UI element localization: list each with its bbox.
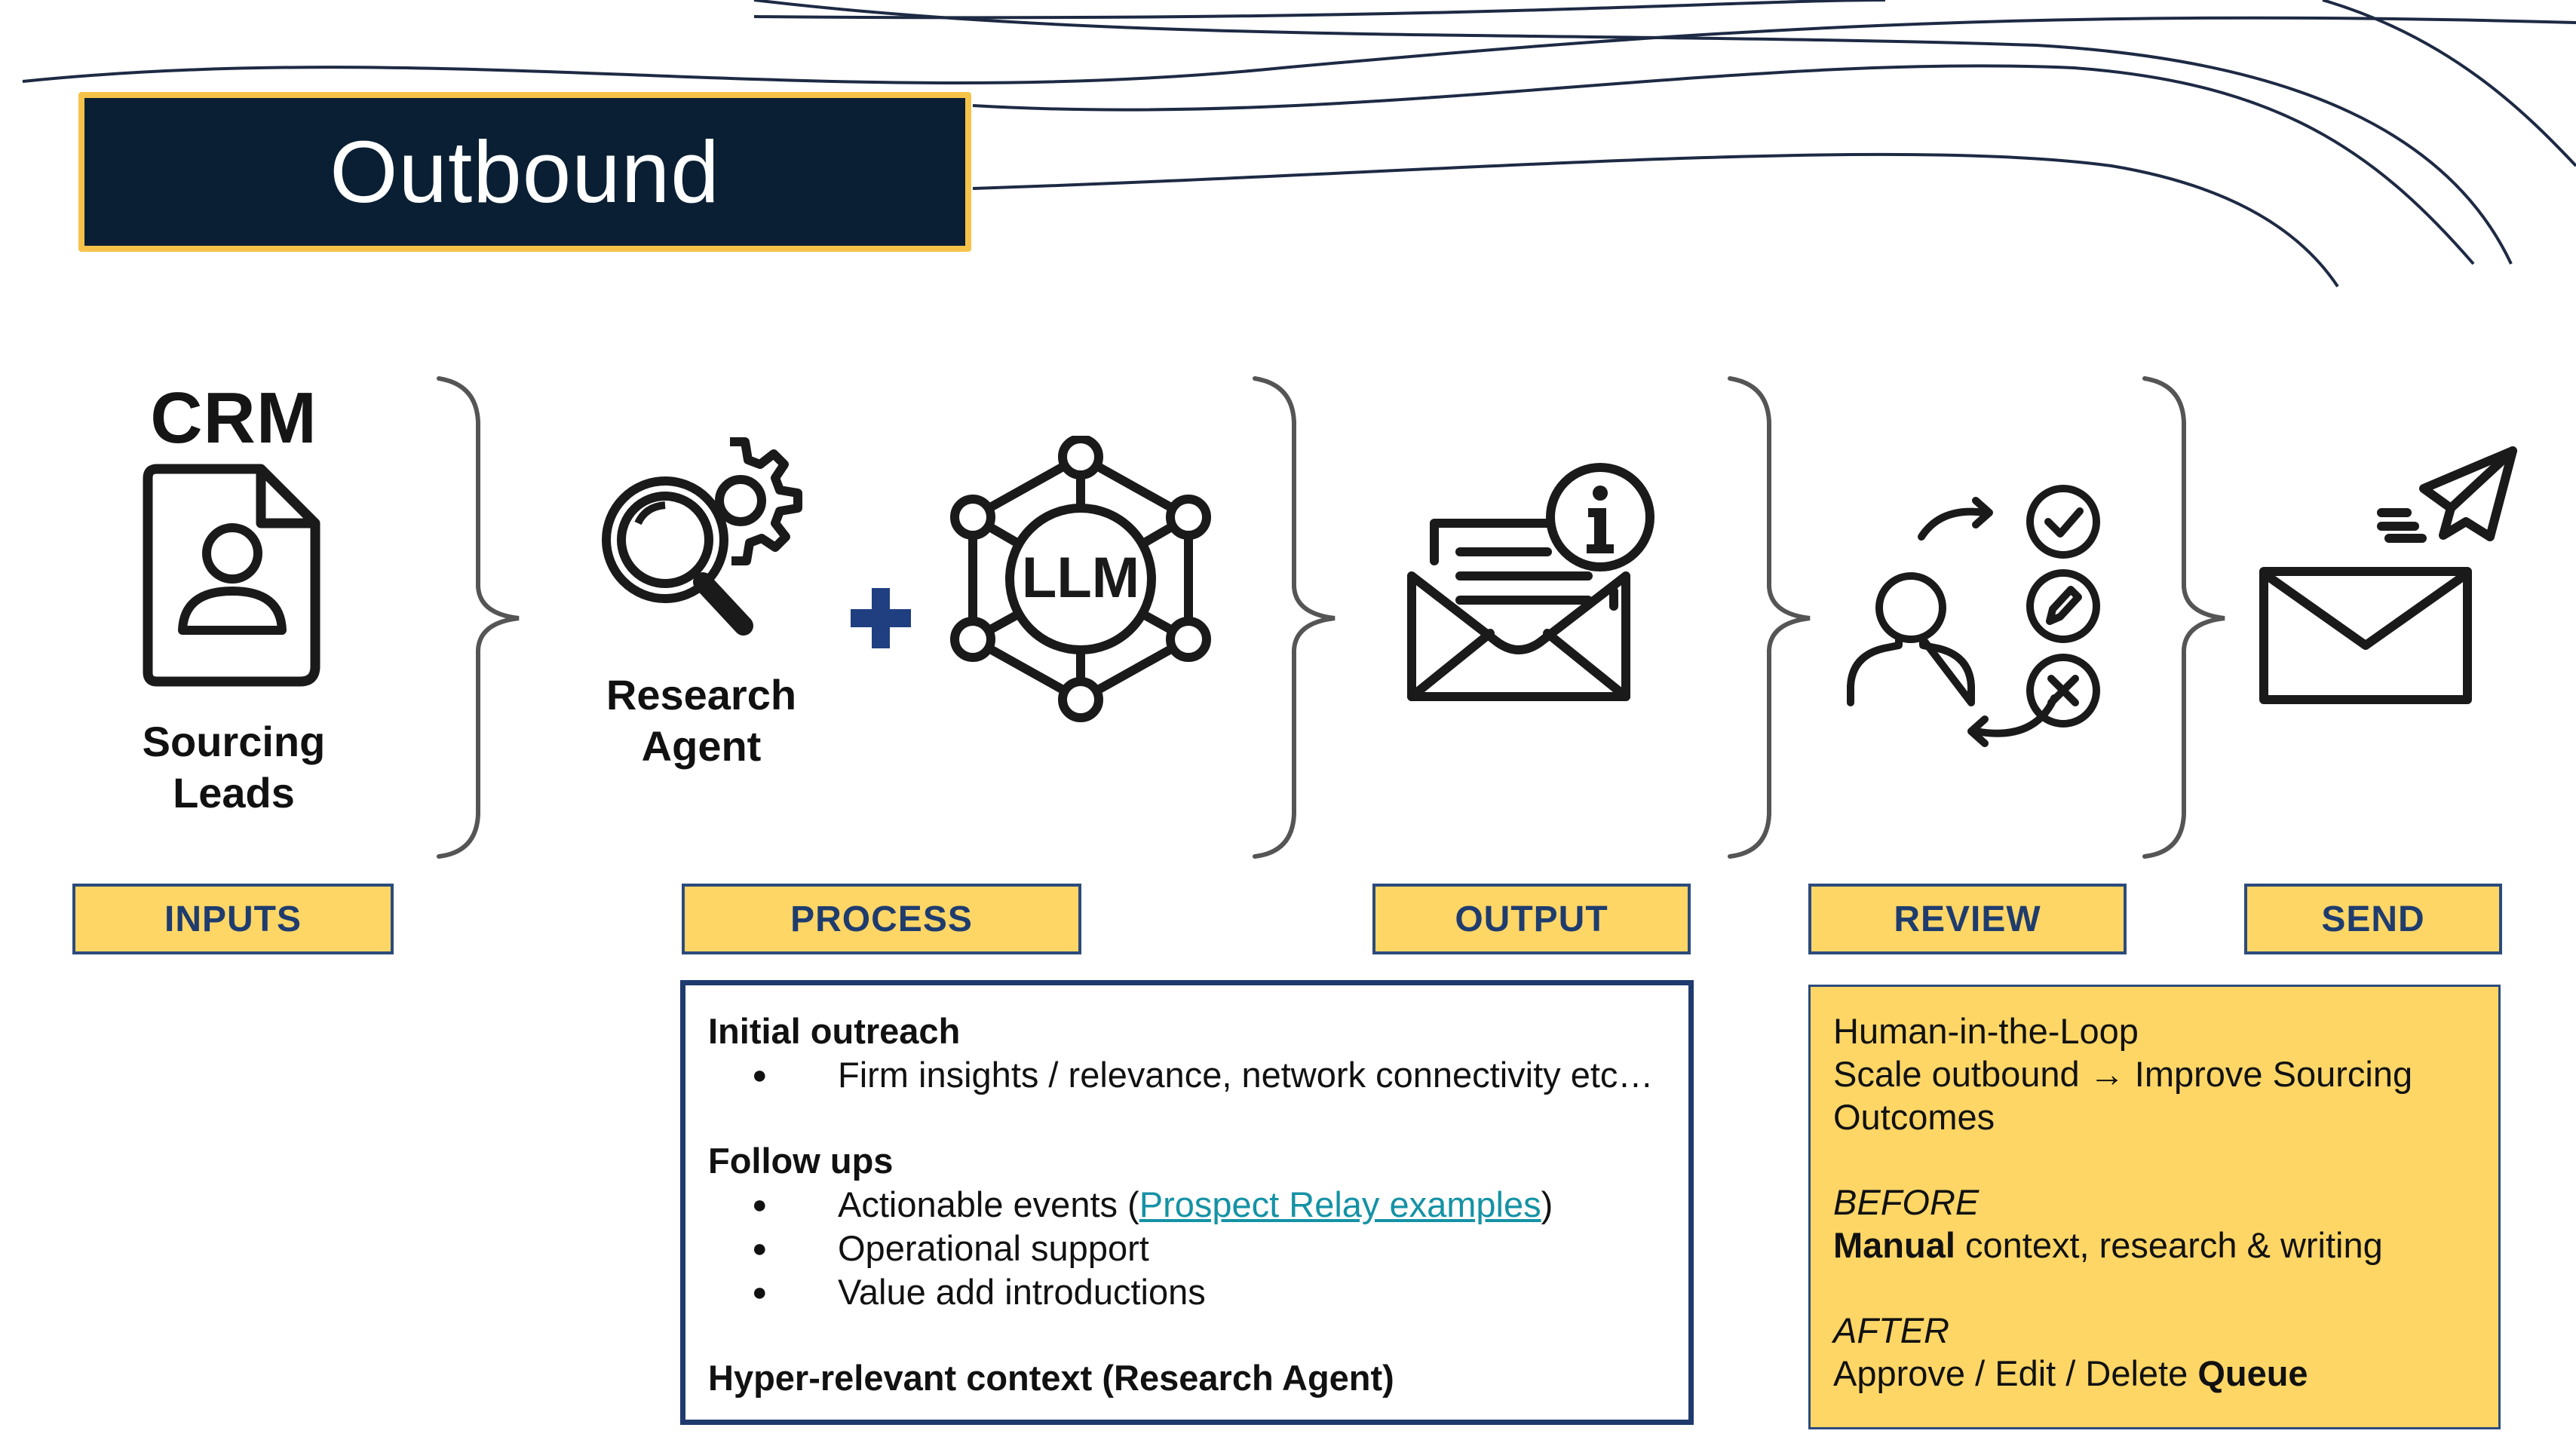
- hyper-relevant-context-heading: Hyper-relevant context (Research Agent): [708, 1358, 1394, 1398]
- prospect-relay-examples-link[interactable]: Prospect Relay examples: [1139, 1184, 1541, 1224]
- llm-text: LLM: [1022, 546, 1139, 610]
- followup-item1-suffix: ): [1541, 1184, 1553, 1224]
- title-banner: Outbound: [78, 92, 971, 252]
- review-line1: Human-in-the-Loop: [1833, 1011, 2139, 1051]
- initial-outreach-heading: Initial outreach: [708, 1011, 961, 1051]
- brace-2: [1253, 376, 1336, 859]
- page-title: Outbound: [330, 123, 720, 221]
- list-item: Operational support: [708, 1227, 1666, 1270]
- crm-document-person-icon: [143, 464, 320, 687]
- llm-network-icon: LLM: [950, 436, 1211, 722]
- stage-label-process: PROCESS: [682, 884, 1081, 954]
- list-item: Actionable events (Prospect Relay exampl…: [708, 1183, 1666, 1227]
- brace-1: [437, 376, 520, 859]
- followup-item1-prefix: Actionable events (: [838, 1184, 1139, 1224]
- after-bold: Queue: [2197, 1353, 2308, 1393]
- research-agent-label: Research Agent: [573, 669, 830, 772]
- stage-label-review: REVIEW: [1808, 884, 2127, 954]
- stage-label-output: OUTPUT: [1372, 884, 1691, 954]
- stage-brace-separators: [437, 376, 2225, 859]
- list-item: Value add introductions: [708, 1270, 1666, 1314]
- research-agent-magnifier-gear-icon: [602, 437, 802, 636]
- plus-icon: [851, 588, 911, 648]
- initial-outreach-list: Firm insights / relevance, network conne…: [708, 1053, 1666, 1097]
- email-info-icon: [1407, 463, 1654, 701]
- decorative-waves: [22, 0, 2576, 288]
- after-label: AFTER: [1833, 1310, 1950, 1350]
- before-bold: Manual: [1833, 1225, 1955, 1265]
- send-email-icon: [2259, 446, 2517, 704]
- before-rest: context, research & writing: [1955, 1225, 2383, 1265]
- after-text: Approve / Edit / Delete Queue: [1833, 1352, 2476, 1395]
- before-label: BEFORE: [1833, 1182, 1980, 1222]
- process-details-box: Initial outreach Firm insights / relevan…: [680, 980, 1694, 1425]
- sourcing-leads-label: Sourcing Leads: [113, 716, 354, 819]
- human-review-icon: [1847, 485, 2100, 747]
- sourcing-label-line2: Leads: [173, 769, 295, 816]
- research-label-line2: Agent: [641, 722, 762, 770]
- follow-ups-heading: Follow ups: [708, 1141, 894, 1181]
- review-details-box: Human-in-the-Loop Scale outbound → Impro…: [1808, 985, 2501, 1429]
- brace-4: [2142, 376, 2225, 859]
- after-plain: Approve / Edit / Delete: [1833, 1353, 2198, 1393]
- brace-3: [1728, 376, 1811, 859]
- follow-ups-list: Actionable events (Prospect Relay exampl…: [708, 1183, 1666, 1314]
- sourcing-label-line1: Sourcing: [142, 718, 326, 765]
- list-item: Firm insights / relevance, network conne…: [708, 1053, 1666, 1097]
- crm-label: CRM: [150, 378, 317, 458]
- review-line2: Scale outbound → Improve Sourcing Outcom…: [1833, 1054, 2413, 1137]
- stage-label-inputs: INPUTS: [72, 884, 394, 954]
- stage-label-send: SEND: [2244, 884, 2502, 954]
- before-text: Manual context, research & writing: [1833, 1224, 2476, 1267]
- research-label-line1: Research: [606, 671, 797, 718]
